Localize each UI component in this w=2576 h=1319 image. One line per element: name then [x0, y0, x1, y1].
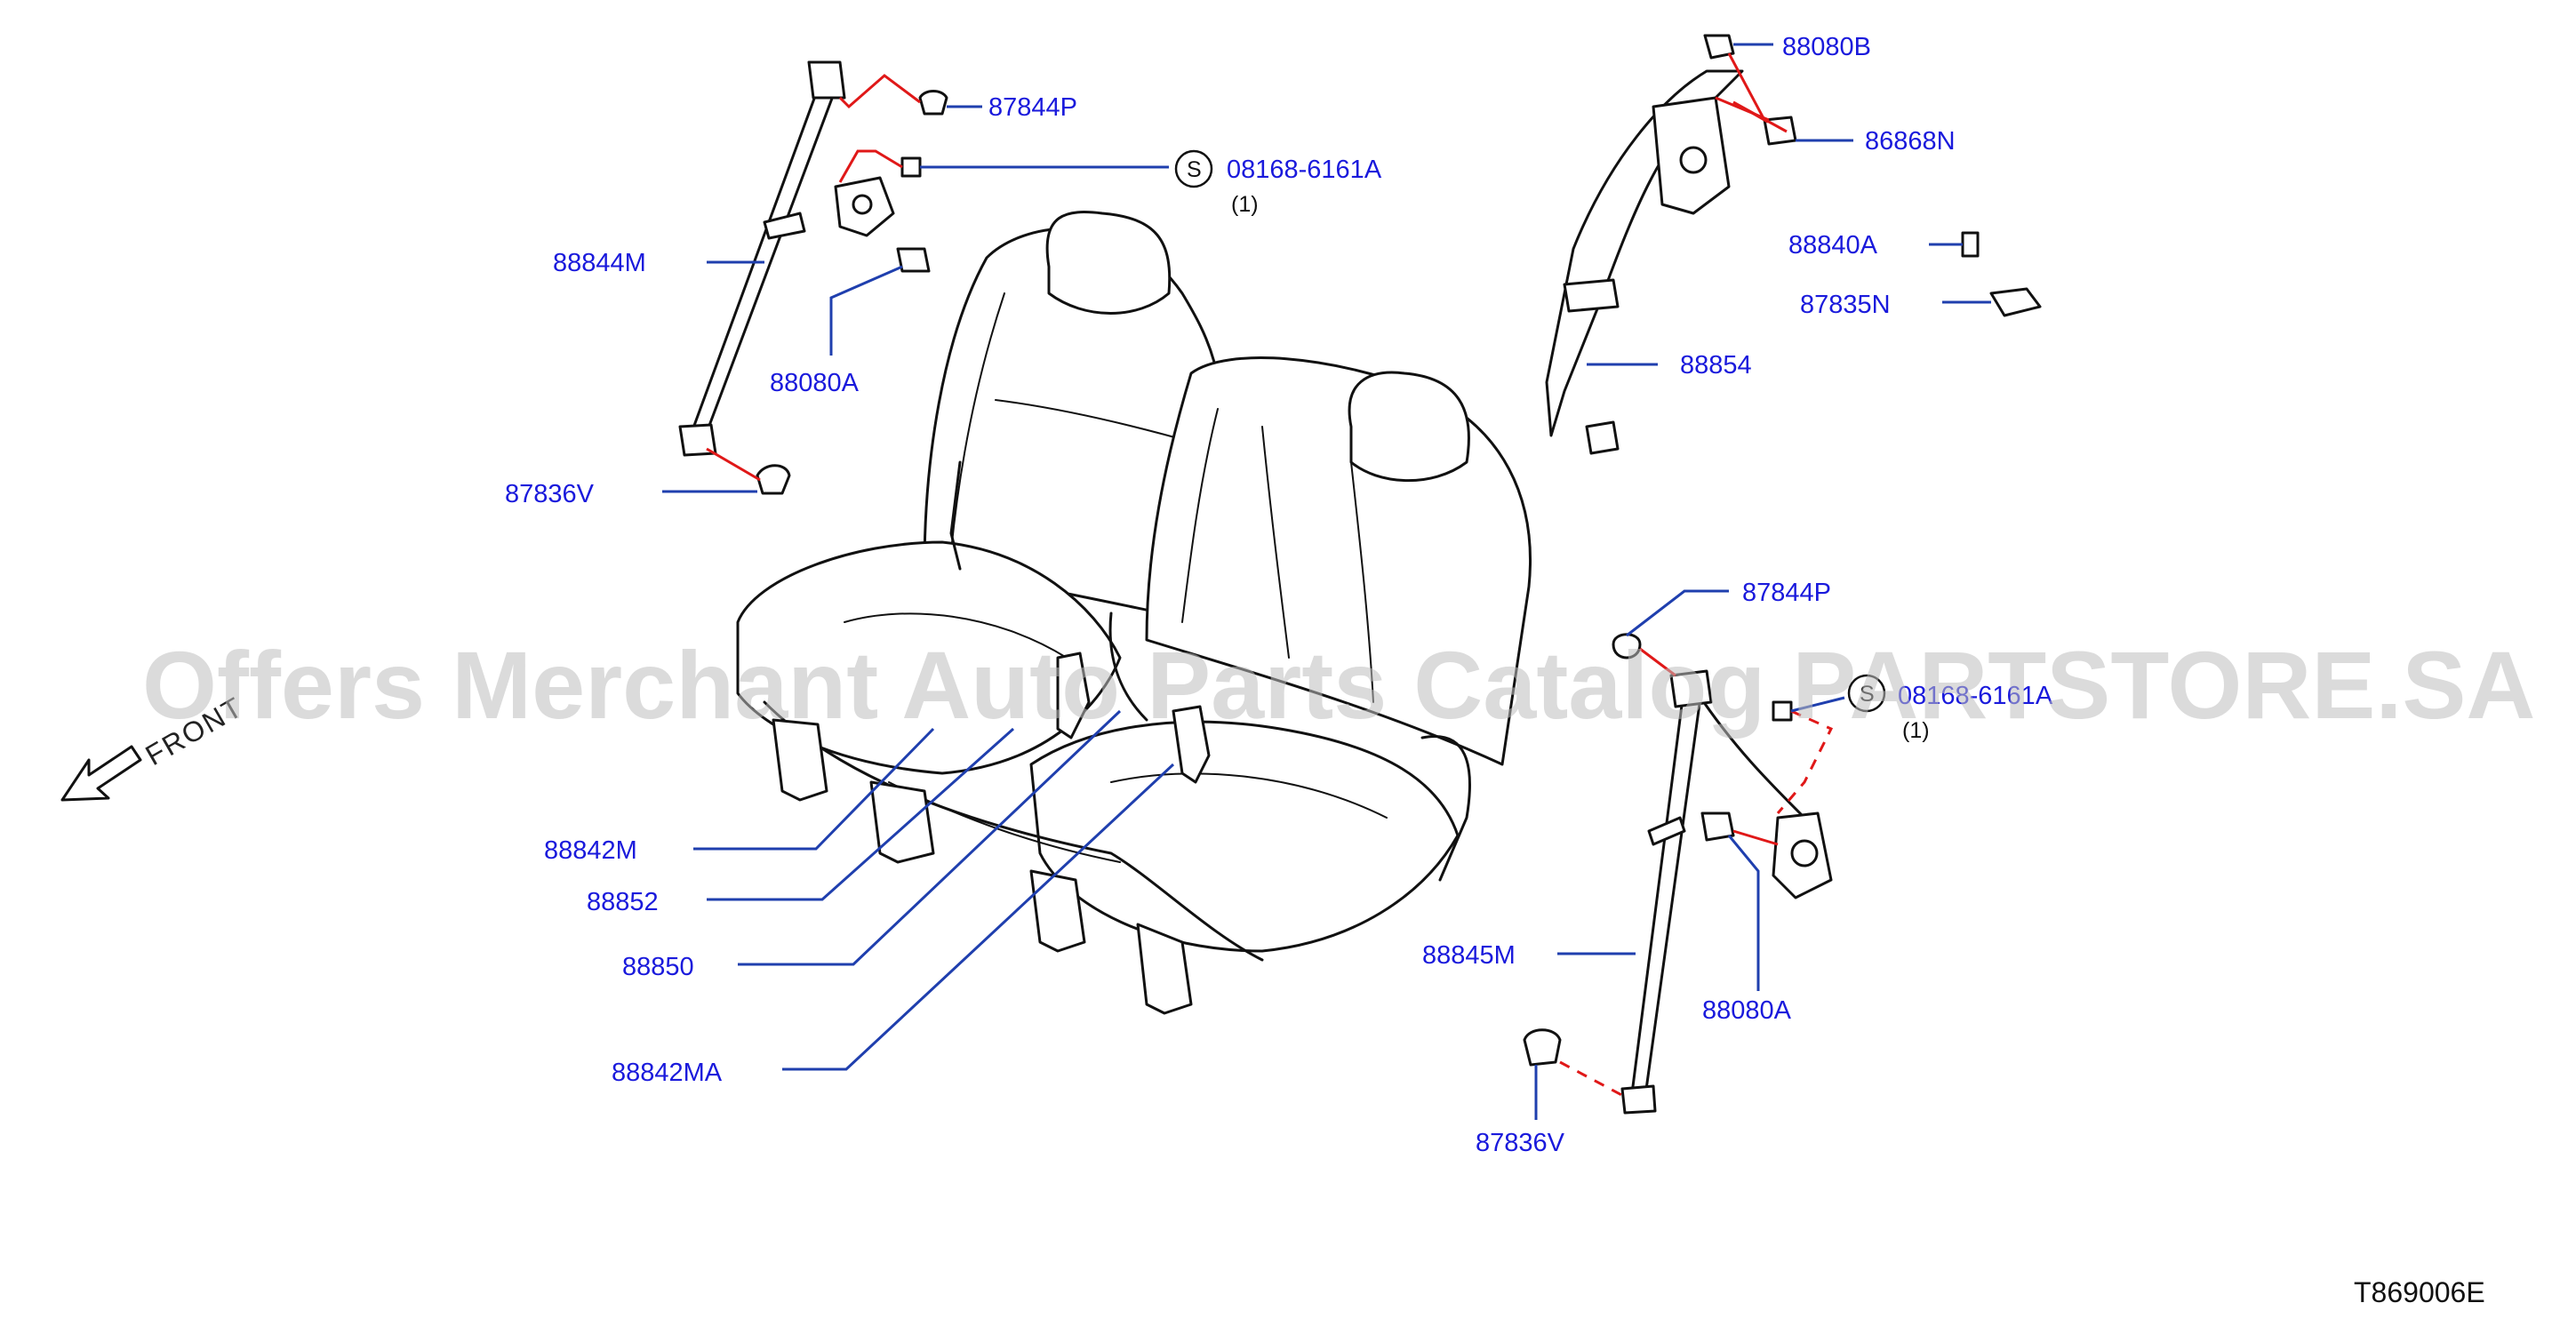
diagram-code: T869006E: [2354, 1276, 2485, 1308]
s-mark-circle: [1847, 674, 1886, 713]
connector-87836v-right: [1559, 1060, 1628, 1099]
leader-88842m: [693, 727, 935, 851]
left-seat-belt-drawing: [678, 60, 948, 495]
callout-88844m[interactable]: 88844M: [553, 249, 646, 277]
front-arrow-icon: [60, 745, 142, 802]
s-mark-circle: [1174, 149, 1213, 188]
callout-88840a[interactable]: 88840A: [1788, 231, 1878, 260]
s-mark: S: [1860, 682, 1875, 707]
connector-08168-right: [1776, 709, 1834, 814]
callout-87836v-left[interactable]: 87836V: [505, 480, 595, 508]
s-mark: S: [1187, 157, 1202, 182]
callout-88842ma[interactable]: 88842MA: [612, 1059, 723, 1087]
connector-08168-left: [838, 149, 903, 183]
rear-seat-drawing: [736, 211, 1532, 1015]
callout-87844p-left[interactable]: 87844P: [988, 93, 1077, 122]
leader-88852: [707, 727, 1014, 901]
callout-88080a-left[interactable]: 88080A: [770, 369, 860, 397]
callout-88852[interactable]: 88852: [587, 888, 659, 916]
leader-88850: [738, 709, 1122, 966]
callout-08168-6161a-right-label: 08168-6161A: [1898, 682, 2053, 710]
connector-87844p-left: [838, 74, 921, 109]
callout-08168-6161a-right-qty: (1): [1902, 718, 1930, 743]
connector-87836v-left: [706, 447, 761, 482]
callout-88845m[interactable]: 88845M: [1422, 941, 1516, 970]
callout-08168-6161a-left[interactable]: S 08168-6161A (1): [1174, 149, 1382, 217]
callout-88080b[interactable]: 88080B: [1782, 33, 1871, 61]
callout-88850[interactable]: 88850: [622, 953, 694, 981]
leader-88080a-left: [829, 265, 903, 356]
callout-86868n[interactable]: 86868N: [1865, 127, 1956, 156]
leader-88842ma: [782, 763, 1175, 1071]
connector-86868n: [1715, 96, 1770, 122]
callout-08168-6161a-right[interactable]: S 08168-6161A (1): [1847, 674, 2053, 743]
callout-87844p-right[interactable]: 87844P: [1742, 579, 1831, 607]
right-seat-belt-drawing: [1523, 633, 1833, 1115]
leader-08168-right: [1790, 696, 1845, 713]
upper-right-seat-belt-drawing: [1545, 34, 2042, 455]
callout-87836v-right[interactable]: 87836V: [1476, 1129, 1565, 1157]
callout-88842m[interactable]: 88842M: [544, 836, 637, 865]
callout-08168-6161a-left-qty: (1): [1231, 192, 1259, 217]
leader-88080a-right: [1727, 835, 1760, 991]
callout-88080a-right[interactable]: 88080A: [1702, 996, 1792, 1025]
leader-87844p-right: [1626, 589, 1729, 637]
connector-87844p-right: [1639, 647, 1676, 677]
watermark: Offers Merchant Auto Parts Catalog PARTS…: [142, 631, 2535, 739]
callout-08168-6161a-left-label: 08168-6161A: [1227, 156, 1382, 184]
callout-88854[interactable]: 88854: [1680, 351, 1752, 380]
connector-88080a-right: [1732, 829, 1779, 846]
callout-87835n[interactable]: 87835N: [1800, 291, 1891, 319]
